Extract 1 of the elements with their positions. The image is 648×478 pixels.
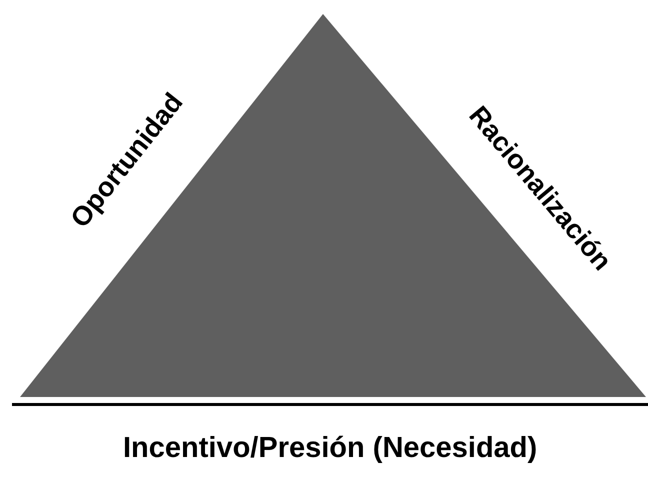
base-label: Incentivo/Presión (Necesidad) xyxy=(123,432,538,464)
